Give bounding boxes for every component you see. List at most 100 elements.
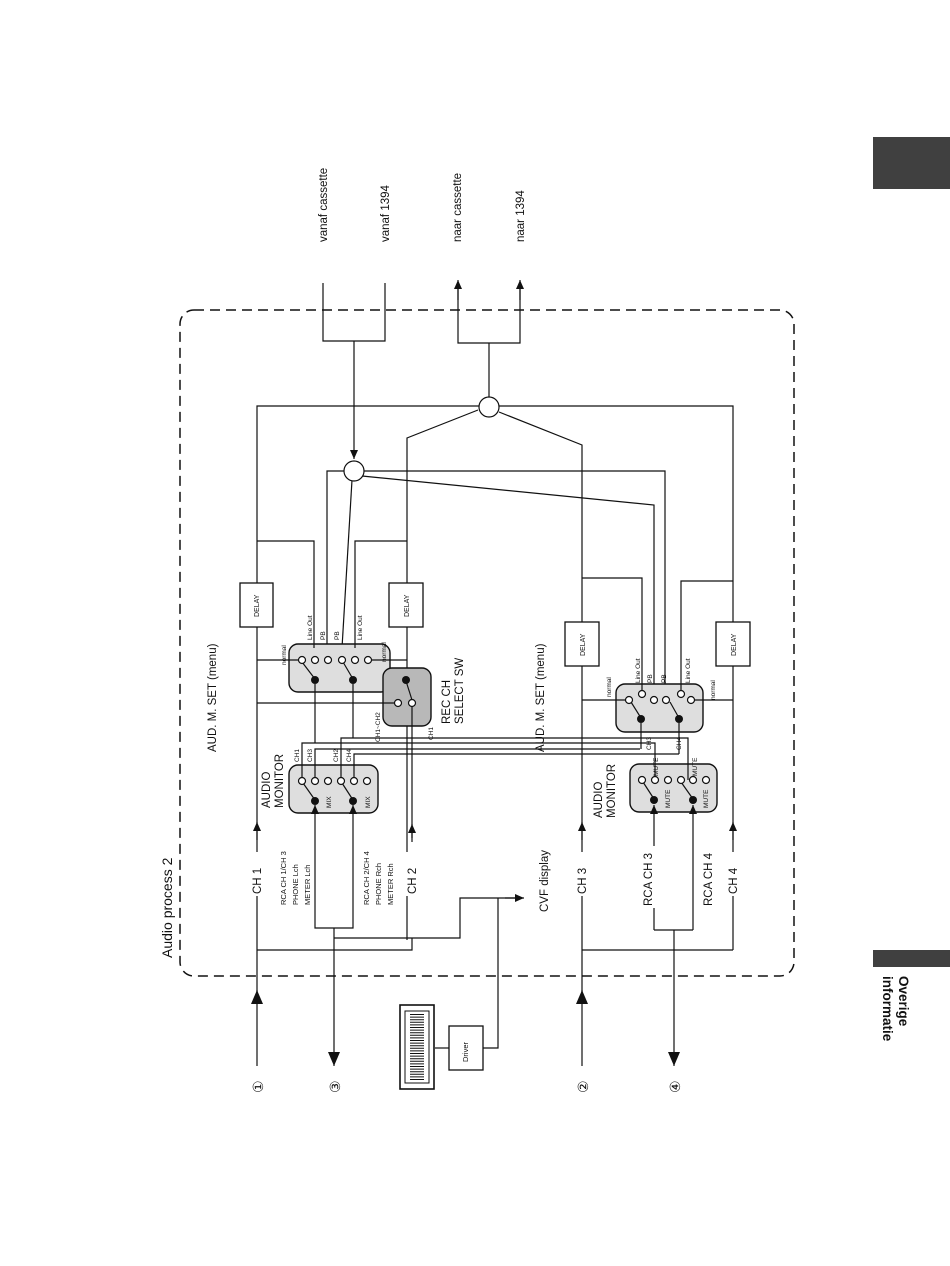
audio-monitor-2-line2: MONITOR [606, 764, 618, 818]
pb-node-bus-right [364, 470, 666, 690]
driver-label: Driver [461, 1041, 470, 1062]
ch4-label: CH 4 [728, 867, 740, 894]
rca-ch4-bg [700, 846, 716, 908]
am1-node-ch3 [310, 776, 320, 786]
rec-sw-node-ch1 [407, 698, 417, 708]
cvf-feed-ch1 [257, 938, 413, 951]
delay-box-ch1: DELAY [239, 582, 274, 628]
ms1-lineout-ch2-wire [354, 540, 407, 648]
terminal-2: ② [575, 1080, 591, 1093]
ms2-node-lineout-l [637, 689, 647, 699]
ms1-node-pb-l [323, 655, 333, 665]
am1-node-ch4 [349, 776, 359, 786]
process-boundary [179, 309, 795, 977]
rec-ch-select-switch [382, 667, 432, 727]
monitor-bus-ch2 [340, 737, 689, 781]
ch2-label: CH 2 [407, 868, 419, 894]
ms1-label-pb-l: PB [320, 631, 327, 640]
terminal-4: ④ [667, 1080, 683, 1093]
rec-sw-common [402, 676, 410, 684]
ms1-node-lineout-r [350, 655, 360, 665]
ch3-label: CH 3 [577, 868, 589, 894]
am2-lever-l [642, 781, 655, 800]
delay-label-ch3: DELAY [580, 633, 587, 656]
am1-label-ch1: CH1 [294, 749, 301, 762]
am1-label-mix-l: MIX [326, 796, 333, 808]
ms2-node-pb-r [661, 695, 671, 705]
input-bracket [322, 283, 386, 342]
ms2-common-r [675, 715, 683, 723]
am2-common-r [689, 796, 697, 804]
out-bracket-1 [314, 838, 354, 929]
ms2-label-lineout-l: Line Out [635, 658, 642, 683]
ms2-lever-left [630, 701, 642, 719]
output-summing-node [478, 396, 500, 418]
ms2-label-pb-l: PB [647, 674, 654, 683]
am1-label-ch3: CH3 [307, 749, 314, 762]
ms2-node-lineout-r [676, 689, 686, 699]
am2-node-mute-r [688, 775, 698, 785]
am1-node-ch2 [336, 776, 346, 786]
am2-node-mute-r2 [701, 775, 711, 785]
out-left-line2: PHONE Lch [291, 864, 300, 905]
ms2-label-pb-r: PB [661, 674, 668, 683]
am2-node-mute-l [650, 775, 660, 785]
meter-display-icon [399, 1004, 435, 1090]
ms1-node-lineout-l [310, 655, 320, 665]
ms1-common-l [311, 676, 319, 684]
ms1-lever-right [342, 661, 354, 680]
am2-lever-r [680, 781, 694, 800]
delay-label-ch4: DELAY [731, 633, 738, 656]
terminal-1: ① [250, 1080, 266, 1093]
ms1-label-pb-r: PB [334, 631, 341, 640]
ms2-label-normal-l: normal [606, 677, 613, 697]
ch3-label-bg [575, 852, 589, 896]
am2-label-mute-br: MUTE [703, 789, 710, 808]
ms2-node-pb-l [649, 695, 659, 705]
rec-ch-select-line2: SELECT SW [454, 658, 466, 724]
ms1-label-normal-l: normal [281, 645, 288, 665]
playback-node [343, 460, 365, 482]
audio-monitor-1-line2: MONITOR [274, 754, 286, 808]
ms1-label-normal-r: normal [381, 642, 388, 662]
am1-node-ch1 [297, 776, 307, 786]
monitor-bus-ch1 [301, 742, 656, 781]
section-tab-bar [873, 950, 950, 967]
label-to-cassette: naar cassette [452, 173, 464, 242]
am2-label-ch4: CH4 [676, 737, 683, 750]
ms1-label-lineout-l: Line Out [307, 615, 314, 640]
mix-node-right-wire [498, 411, 583, 625]
rca-ch3-bg [640, 846, 656, 908]
menu-label-1: AUD. M. SET (menu) [207, 643, 219, 752]
label-to-1394: naar 1394 [515, 190, 527, 242]
ch4-label-bg [726, 852, 740, 896]
ms2-common-l [637, 715, 645, 723]
monitor-bus-ch3 [314, 748, 640, 781]
mix-node-left-wire [406, 409, 479, 585]
out-right-line2: PHONE Rch [374, 863, 383, 905]
cvf-display-label: CVF display [539, 850, 551, 912]
terminal-3: ③ [327, 1080, 343, 1093]
driver-wire [483, 898, 499, 1049]
rca-ch3-label: RCA CH 3 [643, 853, 655, 906]
am1-lever-r [341, 782, 354, 801]
rec-ch-select-line1: REC CH [441, 680, 453, 724]
am2-node-mute-l2 [663, 775, 673, 785]
am2-label-mute-r: MUTE [692, 757, 699, 776]
audio-monitor-1-line1: AUDIO [261, 772, 273, 808]
ms1-node-normal-r [363, 655, 373, 665]
rec-label-ch1: CH1 [428, 727, 435, 740]
driver-box: Driver [448, 1025, 484, 1071]
pb-node-to-ch2-pb [341, 479, 353, 649]
diagram-title: Audio process 2 [159, 857, 175, 958]
delay-label-ch1: DELAY [254, 594, 261, 617]
ms1-common-r [349, 676, 357, 684]
ms2-label-lineout-r: Line Out [685, 658, 692, 683]
am1-lever-l [302, 782, 316, 801]
delay-box-ch4: DELAY [715, 621, 751, 667]
ms1-node-normal-l [297, 655, 307, 665]
ms1-lever-left [301, 661, 316, 680]
delay-box-ch3: DELAY [564, 621, 600, 667]
audio-monitor-2-line1: AUDIO [593, 782, 605, 818]
